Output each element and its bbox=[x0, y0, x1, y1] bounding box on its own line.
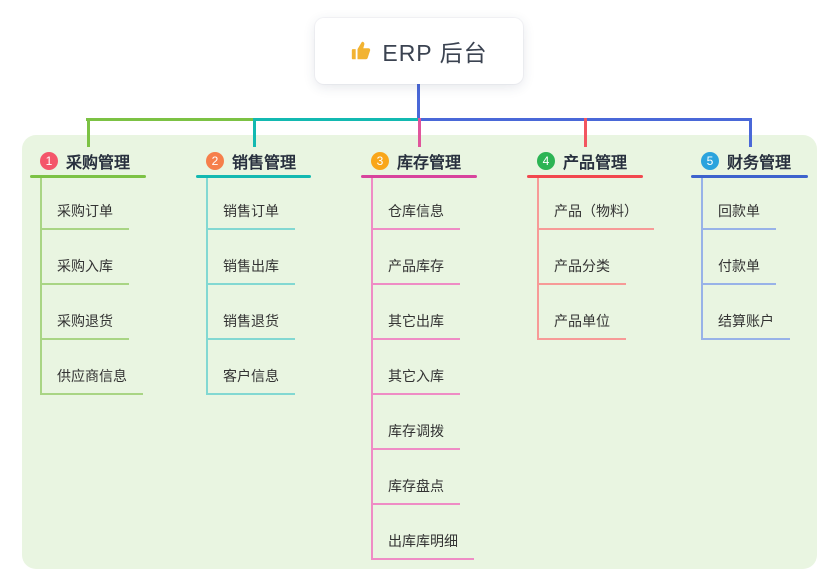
branch-label: 财务管理 bbox=[727, 155, 792, 172]
branch-header-1[interactable]: 1 采购管理 bbox=[40, 149, 130, 173]
branches-panel bbox=[22, 135, 817, 569]
child-node[interactable]: 供应商信息 bbox=[40, 366, 143, 395]
branch-underline bbox=[691, 175, 808, 178]
child-node[interactable]: 出库库明细 bbox=[371, 531, 474, 560]
branch-underline bbox=[527, 175, 643, 178]
branch-trunk-line bbox=[701, 178, 703, 340]
child-node[interactable]: 产品分类 bbox=[537, 256, 626, 285]
branch-trunk-line bbox=[537, 178, 539, 340]
child-node[interactable]: 库存调拨 bbox=[371, 421, 460, 450]
branch-trunk-line bbox=[206, 178, 208, 395]
thumbs-up-icon bbox=[350, 40, 372, 62]
root-node[interactable]: ERP 后台 bbox=[315, 18, 523, 84]
child-node[interactable]: 客户信息 bbox=[206, 366, 295, 395]
child-node[interactable]: 采购入库 bbox=[40, 256, 129, 285]
connector-segment bbox=[86, 118, 254, 121]
child-node[interactable]: 付款单 bbox=[701, 256, 776, 285]
child-node[interactable]: 结算账户 bbox=[701, 311, 790, 340]
child-node[interactable]: 产品单位 bbox=[537, 311, 626, 340]
branch-label: 销售管理 bbox=[232, 155, 297, 172]
child-node[interactable]: 销售订单 bbox=[206, 201, 295, 230]
branch-header-4[interactable]: 4 产品管理 bbox=[537, 149, 627, 173]
branch-underline bbox=[196, 175, 311, 178]
root-connector-line bbox=[417, 84, 420, 121]
child-node[interactable]: 库存盘点 bbox=[371, 476, 460, 505]
child-node[interactable]: 产品（物料） bbox=[537, 201, 654, 230]
child-node[interactable]: 采购订单 bbox=[40, 201, 129, 230]
branch-header-3[interactable]: 3 库存管理 bbox=[371, 149, 461, 173]
child-node[interactable]: 销售退货 bbox=[206, 311, 295, 340]
root-node-label: ERP 后台 bbox=[382, 40, 488, 66]
branch-label: 产品管理 bbox=[563, 155, 628, 172]
branch-number-badge: 5 bbox=[701, 152, 719, 170]
branch-drop-line bbox=[87, 118, 90, 147]
branch-number-badge: 3 bbox=[371, 152, 389, 170]
branch-drop-line bbox=[584, 118, 587, 147]
child-node[interactable]: 回款单 bbox=[701, 201, 776, 230]
child-node[interactable]: 产品库存 bbox=[371, 256, 460, 285]
branch-header-2[interactable]: 2 销售管理 bbox=[206, 149, 296, 173]
child-node[interactable]: 其它入库 bbox=[371, 366, 460, 395]
child-node[interactable]: 销售出库 bbox=[206, 256, 295, 285]
branch-number-badge: 4 bbox=[537, 152, 555, 170]
connector-segment bbox=[254, 118, 419, 121]
branch-drop-line bbox=[418, 118, 421, 147]
branch-number-badge: 1 bbox=[40, 152, 58, 170]
child-node[interactable]: 其它出库 bbox=[371, 311, 460, 340]
branch-label: 采购管理 bbox=[66, 155, 131, 172]
branch-trunk-line bbox=[40, 178, 42, 395]
branch-drop-line bbox=[749, 118, 752, 147]
child-node[interactable]: 采购退货 bbox=[40, 311, 129, 340]
child-node[interactable]: 仓库信息 bbox=[371, 201, 460, 230]
branch-trunk-line bbox=[371, 178, 373, 560]
branch-number-badge: 2 bbox=[206, 152, 224, 170]
branch-underline bbox=[30, 175, 146, 178]
branch-label: 库存管理 bbox=[397, 155, 462, 172]
branch-drop-line bbox=[253, 118, 256, 147]
branch-underline bbox=[361, 175, 477, 178]
branch-header-5[interactable]: 5 财务管理 bbox=[701, 149, 791, 173]
